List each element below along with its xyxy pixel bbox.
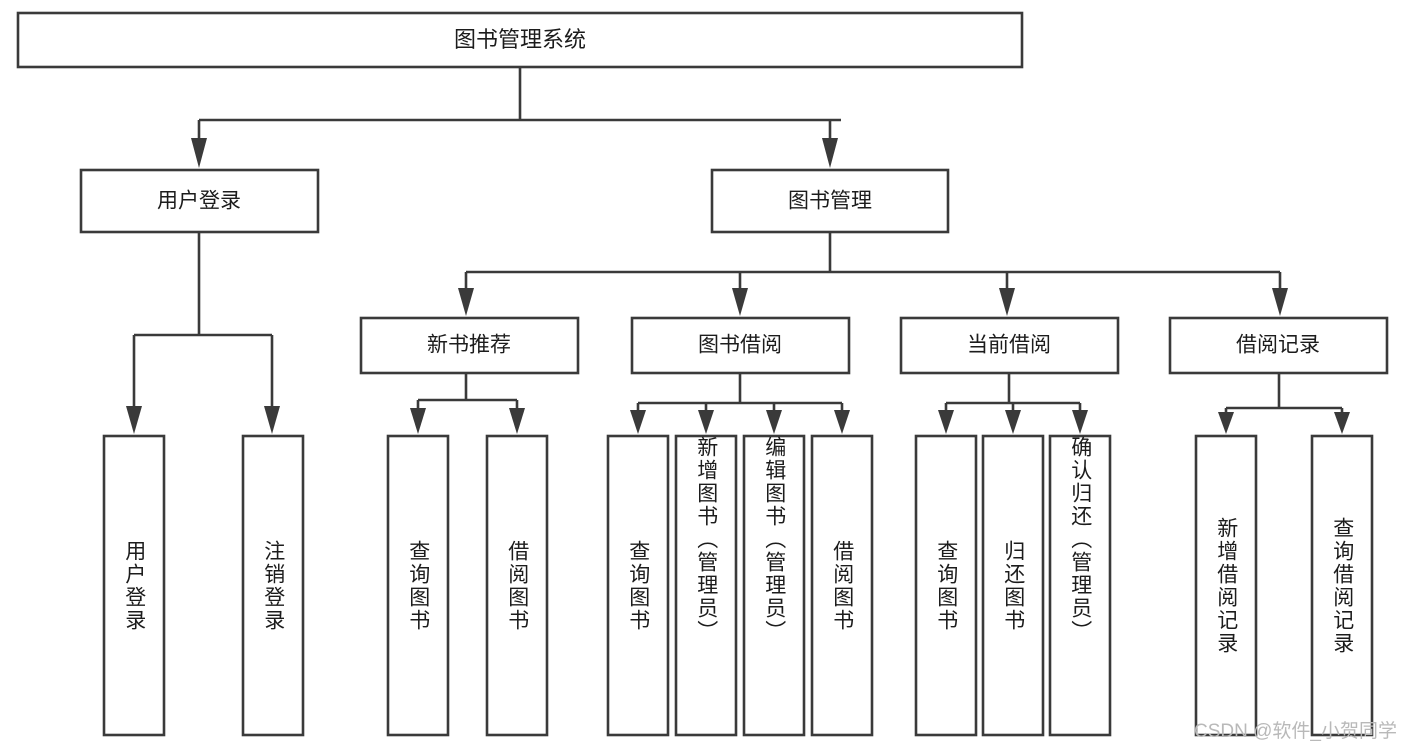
- connector-group-book-borrow: [630, 373, 850, 434]
- connector-group-borrow-record: [1218, 373, 1350, 434]
- leaf-logout-login-box[interactable]: [241, 434, 305, 737]
- node-current-borrow-box: [899, 316, 1120, 375]
- arrow-to-leaf-add-borrow-record: [1218, 412, 1234, 434]
- arrow-to-leaf-query-book-borrow: [630, 410, 646, 434]
- node-borrow-record-label: 借阅记录: [1236, 334, 1320, 357]
- node-new-book-recommend-box: [359, 316, 580, 375]
- leaf-borrow-book-recommend-box[interactable]: [485, 434, 549, 737]
- node-current-borrow[interactable]: 当前借阅: [899, 316, 1120, 375]
- leaf-return-book-box[interactable]: [981, 434, 1045, 737]
- leaf-query-borrow-record-box[interactable]: [1310, 434, 1374, 737]
- leaf-add-book-admin-box[interactable]: [674, 434, 738, 737]
- connector-group-current-borrow: [938, 373, 1088, 434]
- node-borrow-record[interactable]: 借阅记录: [1168, 316, 1389, 375]
- leaf-edit-book-admin-box[interactable]: [742, 434, 806, 737]
- leaf-borrow-book-box[interactable]: [810, 434, 874, 737]
- arrow-to-book-borrow: [732, 288, 748, 316]
- arrow-to-leaf-user-login: [126, 406, 142, 434]
- node-book-borrow-label: 图书借阅: [698, 334, 782, 357]
- arrow-to-leaf-logout-login: [264, 406, 280, 434]
- arrow-to-leaf-query-borrow-record: [1334, 412, 1350, 434]
- leaf-query-book-current-box[interactable]: [914, 434, 978, 737]
- node-book-borrow[interactable]: 图书借阅: [630, 316, 851, 375]
- connector-group-user-login: [126, 232, 280, 434]
- leaf-query-book-borrow-box[interactable]: [606, 434, 670, 737]
- leaf-add-borrow-record-box[interactable]: [1194, 434, 1258, 737]
- connector-group-new-book-recommend: [410, 373, 525, 434]
- arrow-to-borrow-record: [1272, 288, 1288, 316]
- node-book-management-box: [710, 168, 950, 234]
- node-root-box: [16, 11, 1024, 69]
- arrow-to-leaf-return-book: [1005, 410, 1021, 434]
- node-user-login[interactable]: 用户登录: [79, 168, 320, 234]
- arrow-to-leaf-query-book-current: [938, 410, 954, 434]
- leaf-query-book-recommend-box[interactable]: [386, 434, 450, 737]
- node-book-management-label: 图书管理: [788, 190, 872, 213]
- arrow-to-leaf-edit-book-admin: [766, 410, 782, 434]
- leaf-user-login-box[interactable]: [102, 434, 166, 737]
- node-current-borrow-label: 当前借阅: [967, 334, 1051, 357]
- csdn-watermark: CSDN @软件_小贺同学: [1194, 721, 1397, 742]
- connector-group-book-management: [458, 232, 1288, 316]
- arrow-to-current-borrow: [999, 288, 1015, 316]
- node-borrow-record-box: [1168, 316, 1389, 375]
- leaf-confirm-return-admin-box[interactable]: [1048, 434, 1112, 737]
- node-new-book-recommend-label: 新书推荐: [427, 334, 511, 357]
- node-book-borrow-box: [630, 316, 851, 375]
- node-book-management[interactable]: 图书管理: [710, 168, 950, 234]
- arrow-to-book-management: [822, 138, 838, 168]
- connector-group-root: [191, 67, 841, 168]
- arrow-to-leaf-borrow-book-recommend: [509, 408, 525, 434]
- arrow-to-leaf-add-book-admin: [698, 410, 714, 434]
- node-new-book-recommend[interactable]: 新书推荐: [359, 316, 580, 375]
- node-root-label: 图书管理系统: [454, 27, 586, 52]
- arrow-to-new-book-recommend: [458, 288, 474, 316]
- leaf-boxes: [102, 434, 1374, 737]
- arrow-to-leaf-query-book-recommend: [410, 408, 426, 434]
- node-user-login-label: 用户登录: [157, 190, 241, 213]
- arrow-to-leaf-borrow-book: [834, 410, 850, 434]
- arrow-to-user-login: [191, 138, 207, 168]
- node-user-login-box: [79, 168, 320, 234]
- arrow-to-leaf-confirm-return-admin: [1072, 410, 1088, 434]
- node-root[interactable]: 图书管理系统: [16, 11, 1024, 69]
